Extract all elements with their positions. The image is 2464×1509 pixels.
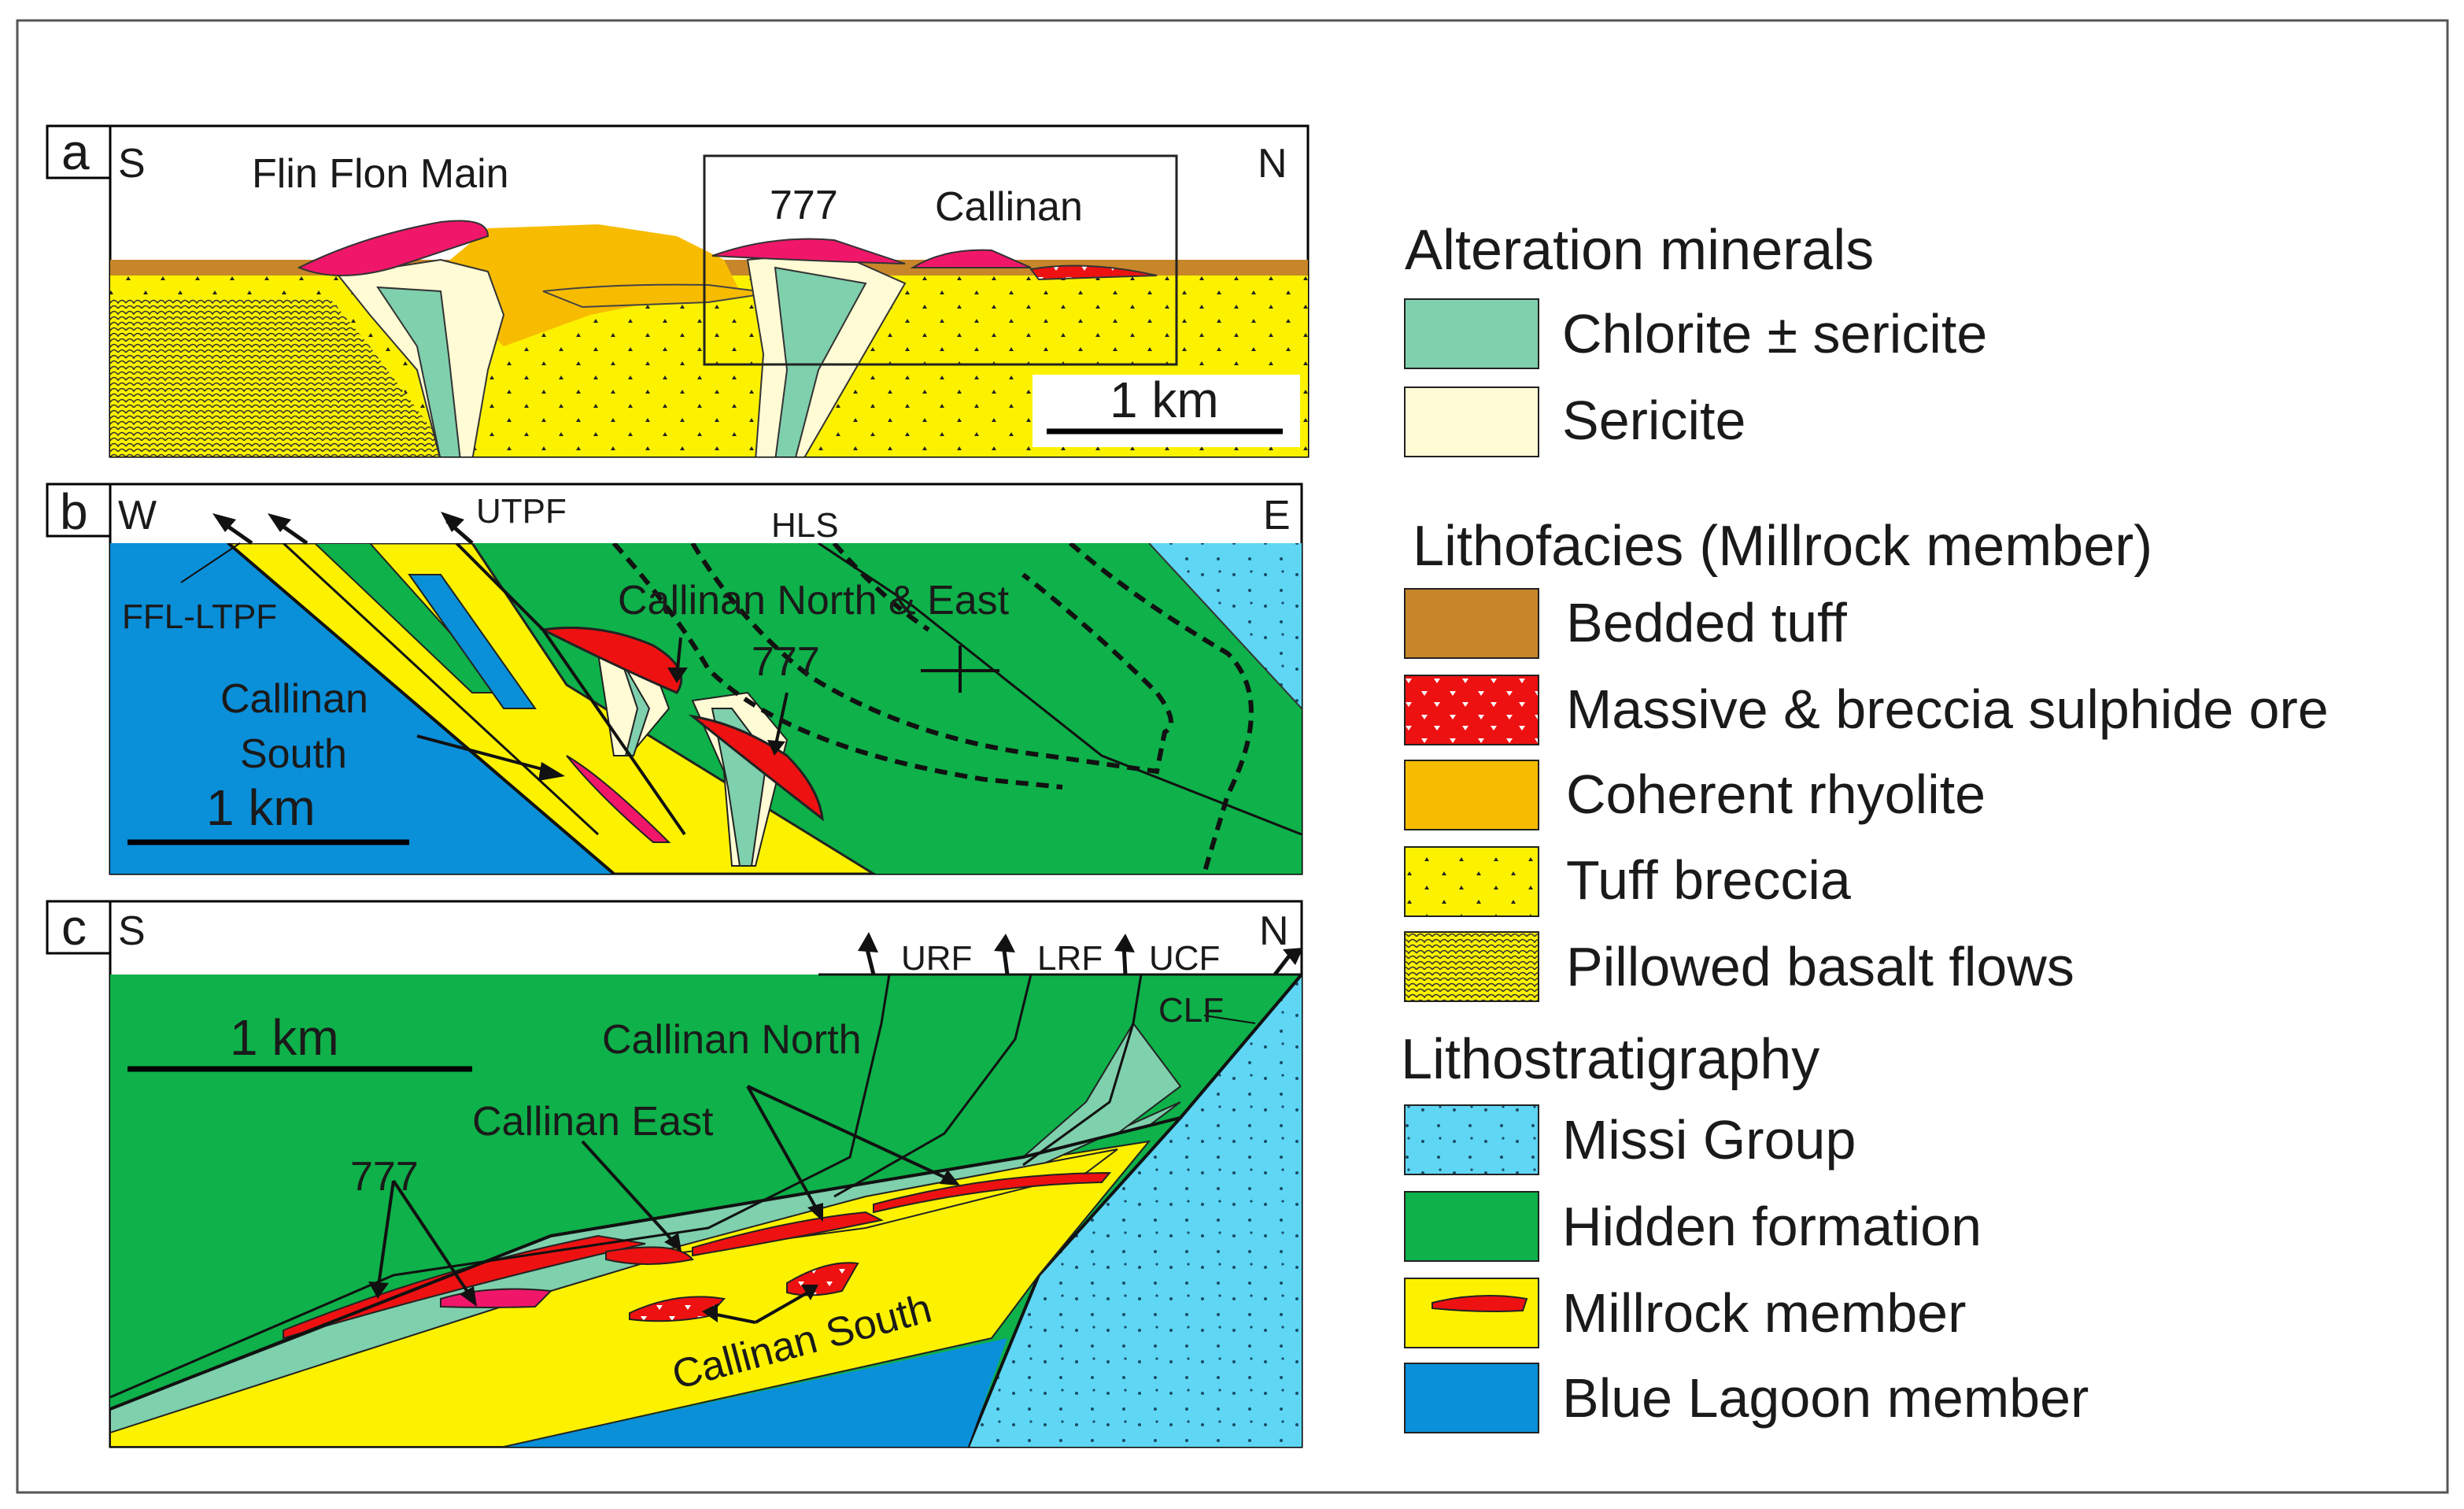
swatch-hidden-formation [1404, 1191, 1539, 1262]
direction-left-b: W [118, 493, 157, 538]
direction-left-c: S [118, 908, 146, 954]
label-ffl-ltpf: FFL-LTPF [122, 597, 277, 636]
legend-item-millrock-member: Millrock member [1562, 1282, 1966, 1344]
swatch-sericite [1404, 386, 1539, 457]
legend-group-title-lithofacies: Lithofacies (Millrock member) [1413, 515, 2152, 578]
label-777-c: 777 [350, 1154, 419, 1200]
swatch-blue-lagoon [1404, 1363, 1539, 1433]
panel-b: 1 km b W E UTPF HLS FFL-LTPF Callinan No… [46, 483, 1303, 875]
legend-item-chlorite: Chlorite ± sericite [1562, 303, 1987, 364]
label-callinan-north-east-b: Callinan North & East [618, 578, 1010, 623]
legend: Alteration minerals Chlorite ± sericite … [1401, 219, 2329, 1433]
label-lrf: LRF [1037, 939, 1103, 978]
direction-right-b: E [1263, 493, 1291, 538]
label-callinan-south-b-line2: South [240, 731, 347, 777]
label-callinan-east-c: Callinan East [472, 1099, 714, 1145]
swatch-tuff-breccia [1404, 846, 1539, 917]
scale-label-b: 1 km [206, 779, 316, 836]
legend-group-title-lithostratigraphy: Lithostratigraphy [1401, 1028, 1819, 1091]
label-utpf: UTPF [476, 492, 567, 531]
legend-item-bedded-tuff: Bedded tuff [1566, 592, 1847, 653]
legend-group-title-alteration: Alteration minerals [1405, 219, 1874, 282]
swatch-bedded-tuff [1404, 588, 1539, 659]
legend-item-hidden-formation: Hidden formation [1562, 1196, 1982, 1257]
label-flin-flon-main: Flin Flon Main [252, 151, 509, 197]
swatch-missi-group [1404, 1104, 1539, 1175]
panel-letter-b: b [60, 483, 88, 540]
legend-item-missi-group: Missi Group [1562, 1109, 1856, 1171]
label-callinan-a: Callinan [935, 184, 1083, 230]
swatch-sulphide-ore [1404, 675, 1539, 745]
legend-item-blue-lagoon: Blue Lagoon member [1562, 1367, 2089, 1429]
label-urf: URF [901, 939, 972, 978]
label-clf: CLF [1158, 991, 1224, 1030]
label-777-a: 777 [770, 183, 838, 228]
swatch-chlorite [1404, 298, 1539, 369]
legend-item-sulphide-ore: Massive & breccia sulphide ore [1566, 679, 2329, 740]
panel-letter-a: a [61, 124, 90, 180]
swatch-millrock-member [1404, 1278, 1539, 1348]
label-callinan-south-b-line1: Callinan [220, 676, 368, 722]
legend-item-pillowed-basalt: Pillowed basalt flows [1566, 936, 2074, 997]
legend-item-tuff-breccia: Tuff breccia [1566, 849, 1851, 911]
label-777-b: 777 [752, 639, 820, 685]
panel-a: 1 km a S N Flin Flon Main 777 Callinan [46, 124, 1310, 458]
label-callinan-north-c: Callinan North [602, 1017, 862, 1063]
swatch-coherent-rhyolite [1404, 760, 1539, 830]
legend-item-coherent-rhyolite: Coherent rhyolite [1566, 764, 1986, 825]
direction-right-c: N [1259, 908, 1289, 954]
panel-c: 1 km c S N URF LRF UCF CLF Callinan Nort… [46, 899, 1303, 1448]
label-hls: HLS [771, 506, 839, 545]
swatch-pillowed-basalt [1404, 931, 1539, 1002]
label-ucf: UCF [1149, 939, 1220, 978]
legend-item-sericite: Sericite [1562, 390, 1745, 451]
direction-right-a: N [1258, 141, 1287, 187]
scale-label-c: 1 km [230, 1009, 339, 1066]
scale-label-a: 1 km [1110, 372, 1219, 428]
direction-left-a: S [118, 141, 146, 187]
panel-letter-c: c [61, 899, 87, 956]
